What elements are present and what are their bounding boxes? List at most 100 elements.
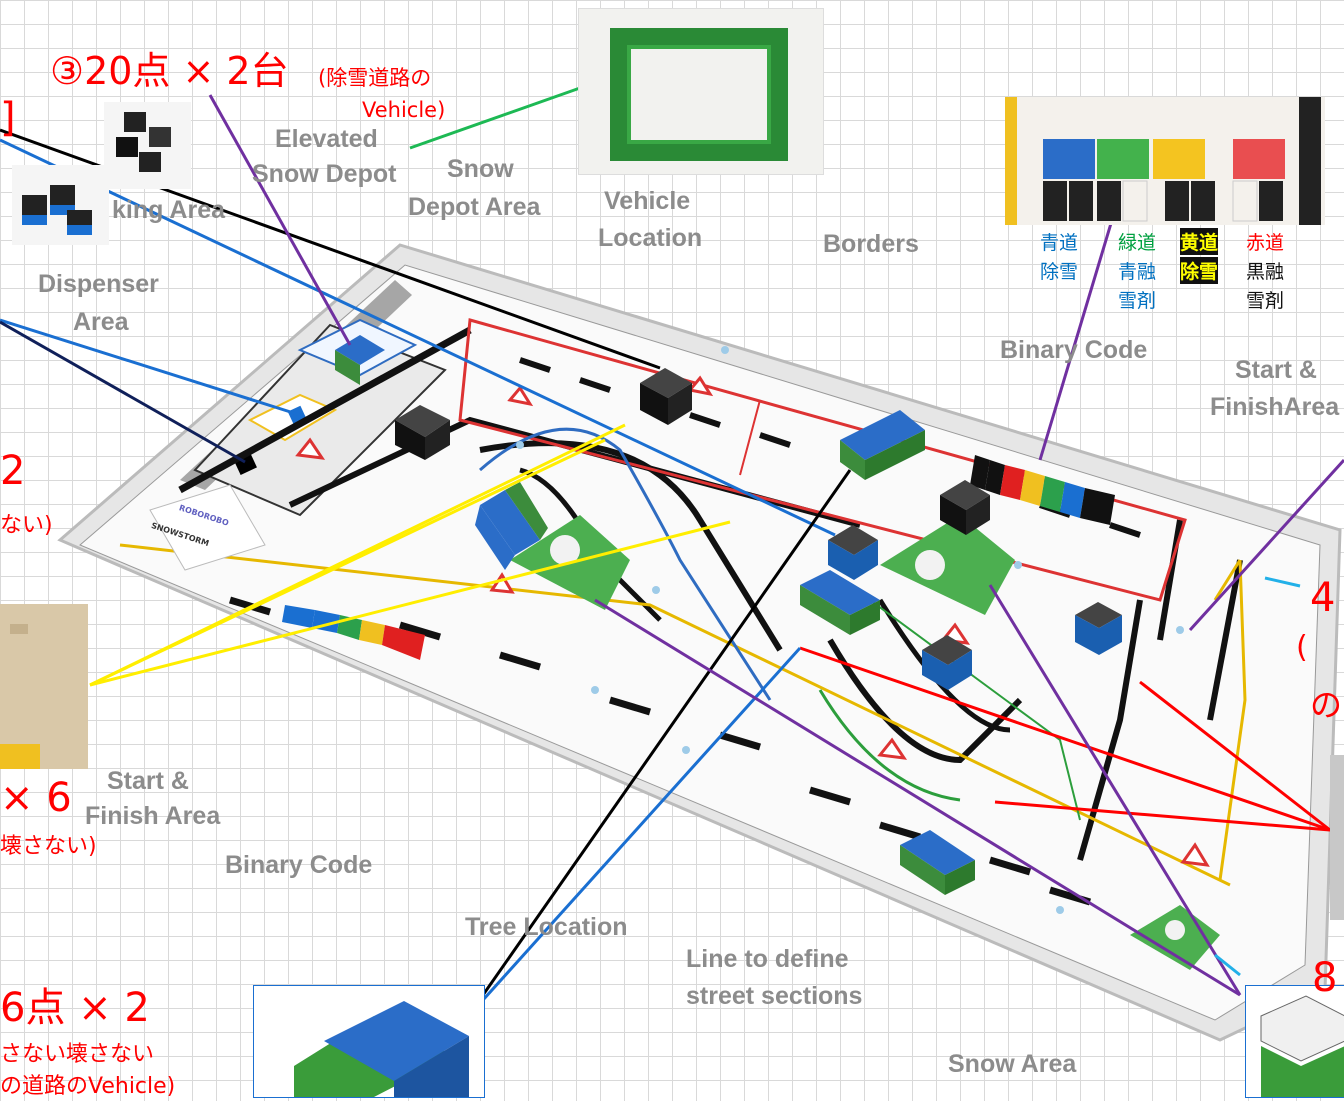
road-line (178, 326, 472, 494)
legend-col4-line3: 雪剤 (1246, 290, 1285, 312)
label-parking-area: king Area (112, 196, 226, 224)
legend-col4-line1: 赤道 (1246, 232, 1285, 254)
annotation-right-4: 4 (1310, 575, 1336, 621)
connector-line (89, 438, 606, 687)
connector-line (0, 320, 246, 464)
snowflake-icon (516, 346, 1184, 914)
road-curve (827, 638, 1023, 764)
annotation-bottom-main: 6点 × 2 (0, 985, 150, 1031)
black-snow-block (395, 405, 450, 460)
connector-line (481, 646, 802, 1002)
red-road (458, 318, 1187, 602)
annotation-left-2-sub: ない) (0, 513, 53, 538)
red-road-divider (739, 399, 761, 476)
label-snow-area: Snow Area (948, 1050, 1077, 1078)
connector-line (1038, 209, 1117, 461)
vehicle-block (475, 482, 548, 570)
color-code-photo (1005, 97, 1325, 225)
label-vehicle: Vehicle (604, 187, 691, 215)
vehicle-block (800, 570, 880, 635)
vehicle-block (900, 830, 975, 895)
annotation-left-x6-sub: 壊さない) (0, 834, 97, 859)
connector-line (799, 646, 1331, 832)
label-borders: Borders (823, 230, 919, 258)
label-snow: Snow (447, 155, 514, 183)
blue-blocks-photo (12, 165, 109, 245)
label-dispenser: Dispenser (38, 270, 159, 298)
tree-icon (550, 535, 580, 565)
annotation-3-sub: (除雪道路の (318, 66, 432, 90)
road-line (1207, 559, 1243, 721)
connector-line (208, 94, 352, 346)
label-depot-area: Depot Area (408, 193, 541, 221)
label-binary-code-bottom: Binary Code (225, 851, 373, 879)
connector-line (594, 598, 1241, 997)
tree-icon (1165, 920, 1185, 940)
legend-col3-line2: 除雪 (1180, 257, 1219, 284)
connector-line (0, 138, 836, 537)
connector-line (1139, 680, 1331, 832)
connector-line (0, 318, 301, 417)
annotation-right-4-sub1: ( (1296, 630, 1308, 665)
black-blue-snow-block (922, 635, 972, 690)
black-blocks-photo (104, 102, 191, 189)
tree-patch (880, 515, 1015, 615)
mat-surface (79, 264, 1321, 1021)
black-snow-block (640, 368, 692, 425)
annotation-top-left-bracket: ] (0, 95, 16, 141)
yellow-road (119, 543, 1231, 887)
label-start-right: Start & (1235, 356, 1317, 384)
annotation-right-8: 8 (1312, 955, 1338, 1001)
legend-col1-line2: 除雪 (1040, 261, 1079, 283)
right-edge-photo (1330, 755, 1344, 920)
annotation-left-x6: × 6 (0, 775, 72, 821)
vehicle-block (840, 410, 925, 480)
black-blue-snow-block (828, 525, 878, 580)
binary-code-strip-left (282, 605, 425, 660)
black-blue-snow-block (1075, 602, 1122, 655)
label-finish-right: FinishArea (1210, 393, 1340, 421)
elevated-depot-photo (578, 8, 824, 175)
legend-col4-line2: 黒融 (1246, 261, 1285, 283)
legend-col2-line3: 雪剤 (1118, 290, 1157, 312)
label-tree-location: Tree Location (465, 913, 628, 941)
annotation-3-sub2: Vehicle) (362, 98, 446, 122)
annotation-right-4-sub2: の (1310, 686, 1343, 724)
connector-line (1264, 576, 1301, 588)
road-line (1157, 519, 1183, 641)
connector-line (994, 800, 1331, 832)
connector-line (89, 520, 731, 687)
label-line-define: Line to define (686, 945, 849, 973)
vehicle-photo (253, 985, 485, 1098)
start-area-photo (0, 604, 88, 769)
legend-col2-line2: 青融 (1118, 261, 1157, 283)
road-curve (877, 598, 1011, 733)
label-elevated: Elevated (275, 125, 378, 153)
label-street-sections: street sections (686, 982, 863, 1010)
label-location: Location (598, 224, 703, 252)
annotation-bottom-sub2: の道路のVehicle) (0, 1074, 176, 1099)
mat-logo-box (149, 484, 266, 571)
road-line (1077, 599, 1143, 861)
connector-line (481, 469, 852, 996)
label-snow-depot: Snow Depot (252, 160, 397, 188)
annotation-3-main: ③20点 × 2台 (50, 49, 289, 93)
legend-col3-line1: 黄道 (1180, 228, 1219, 255)
label-binary-code-right: Binary Code (1000, 336, 1148, 364)
black-snow-block (940, 480, 990, 535)
annotation-bottom-sub1: さない壊さない (0, 1042, 155, 1067)
label-start-left: Start & (107, 767, 189, 795)
connector-line (1214, 953, 1241, 977)
legend-col2-line1: 緑道 (1118, 232, 1157, 254)
legend-col1-line1: 青道 (1040, 232, 1079, 254)
white-green-block-photo (1245, 985, 1344, 1098)
green-road (818, 689, 961, 802)
tree-icon (915, 550, 945, 580)
label-finish-left: Finish Area (85, 802, 221, 830)
binary-code-strip-right (970, 455, 1115, 525)
label-area: Area (73, 308, 129, 336)
connector-line (409, 86, 581, 150)
yellow-road (1213, 559, 1242, 601)
